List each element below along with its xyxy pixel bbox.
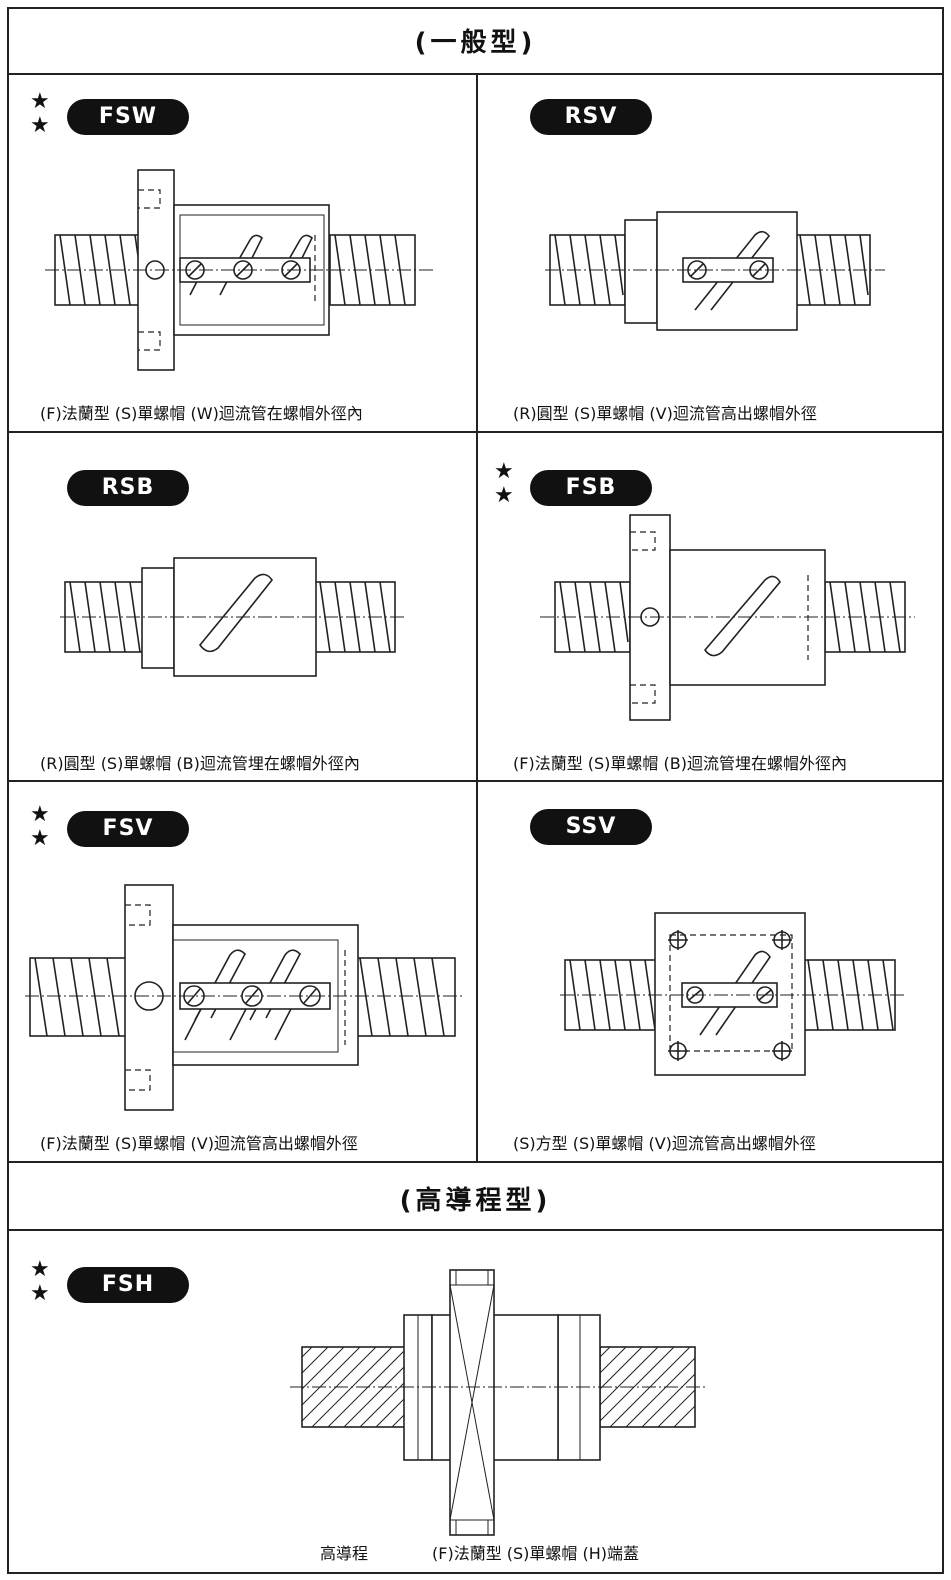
model-subtitle: 高導程 <box>320 1544 369 1563</box>
model-description: (F)法蘭型 (S)單螺帽 (V)迴流管高出螺帽外徑 <box>40 1134 358 1153</box>
divider <box>7 431 944 433</box>
model-badge: SSV <box>530 809 652 845</box>
model-description: (F)法蘭型 (S)單螺帽 (W)迴流管在螺帽外徑內 <box>40 404 363 423</box>
model-badge: FSB <box>530 470 652 506</box>
divider <box>7 1229 944 1231</box>
star-rating-icon: ★★ <box>30 1257 50 1306</box>
model-badge: RSB <box>67 470 189 506</box>
fsh-ball-screw-drawing <box>290 1269 705 1536</box>
model-description: (R)圓型 (S)單螺帽 (V)迴流管高出螺帽外徑 <box>513 404 817 423</box>
fsw-ball-screw-drawing <box>45 169 435 371</box>
star-rating-icon: ★★ <box>494 459 514 508</box>
fsb-ball-screw-drawing <box>540 514 915 721</box>
model-badge: FSW <box>67 99 189 135</box>
model-description: (R)圓型 (S)單螺帽 (B)迴流管埋在螺帽外徑內 <box>40 754 360 773</box>
fsv-ball-screw-drawing <box>25 884 465 1111</box>
model-badge: FSV <box>67 811 189 847</box>
model-description: (S)方型 (S)單螺帽 (V)迴流管高出螺帽外徑 <box>513 1134 816 1153</box>
rsb-ball-screw-drawing <box>60 557 405 677</box>
column-divider <box>476 73 478 1163</box>
divider <box>7 780 944 782</box>
model-badge: RSV <box>530 99 652 135</box>
model-badge: FSH <box>67 1267 189 1303</box>
model-description: (F)法蘭型 (S)單螺帽 (H)端蓋 <box>432 1544 640 1563</box>
catalog-sheet <box>7 7 944 1574</box>
rsv-ball-screw-drawing <box>545 211 885 331</box>
ssv-ball-screw-drawing <box>560 912 905 1076</box>
star-rating-icon: ★★ <box>30 89 50 138</box>
model-description: (F)法蘭型 (S)單螺帽 (B)迴流管埋在螺帽外徑內 <box>513 754 847 773</box>
section-title-general: (一般型) <box>414 28 537 58</box>
divider <box>7 1161 944 1163</box>
section-title-high-lead: (高導程型) <box>399 1186 552 1216</box>
star-rating-icon: ★★ <box>30 802 50 851</box>
divider <box>7 73 944 75</box>
